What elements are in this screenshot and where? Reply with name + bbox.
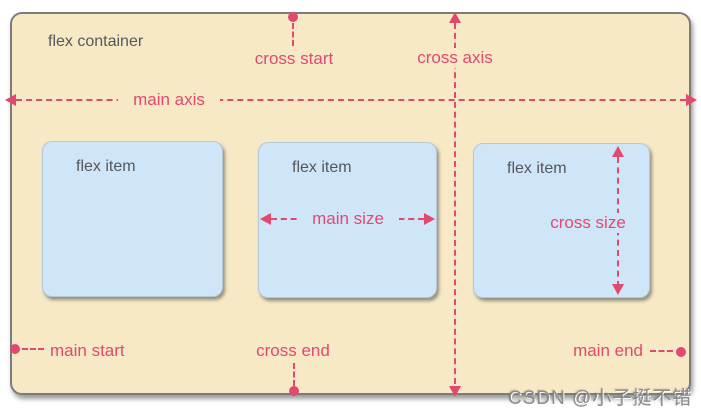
cross-end-connector bbox=[293, 363, 295, 386]
main-axis-arrowhead-left-icon bbox=[5, 94, 16, 106]
main-start-label: main start bbox=[50, 341, 125, 360]
flex-item-1: flex item bbox=[42, 141, 223, 297]
cross-size-label: cross size bbox=[537, 213, 639, 233]
flex-item-2: flex item bbox=[258, 142, 437, 298]
cross-axis-line bbox=[454, 23, 456, 384]
main-axis-line bbox=[16, 99, 686, 101]
cross-end-label: cross end bbox=[256, 341, 330, 360]
cross-size-arrowhead-up-icon bbox=[612, 146, 624, 157]
cross-axis-arrowhead-down-icon bbox=[449, 386, 461, 397]
main-start-dot-icon bbox=[10, 344, 20, 354]
main-axis-arrowhead-right-icon bbox=[686, 94, 697, 106]
cross-start-label: cross start bbox=[254, 49, 334, 68]
csdn-watermark: CSDN @小子挺不错 bbox=[508, 388, 693, 409]
cross-size-arrowhead-down-icon bbox=[612, 284, 624, 295]
cross-start-dot-icon bbox=[288, 12, 298, 22]
flex-container-label: flex container bbox=[48, 33, 144, 50]
main-start-connector bbox=[22, 348, 44, 350]
main-end-label: main end bbox=[573, 341, 643, 360]
main-end-connector bbox=[650, 350, 673, 352]
flex-item-label: flex item bbox=[76, 158, 136, 175]
main-size-arrowhead-right-icon bbox=[424, 213, 435, 225]
main-size-arrowhead-left-icon bbox=[260, 213, 271, 225]
cross-end-dot-icon bbox=[289, 386, 299, 396]
cross-start-connector bbox=[292, 23, 294, 46]
cross-axis-arrowhead-up-icon bbox=[449, 12, 461, 23]
main-end-dot-icon bbox=[676, 347, 686, 357]
main-size-label: main size bbox=[297, 209, 399, 229]
flex-item-label: flex item bbox=[507, 160, 567, 177]
flex-container: flex container flex item flex item flex … bbox=[10, 12, 691, 395]
cross-axis-label: cross axis bbox=[404, 48, 506, 68]
flex-item-label: flex item bbox=[292, 159, 352, 176]
main-axis-label: main axis bbox=[118, 90, 220, 110]
